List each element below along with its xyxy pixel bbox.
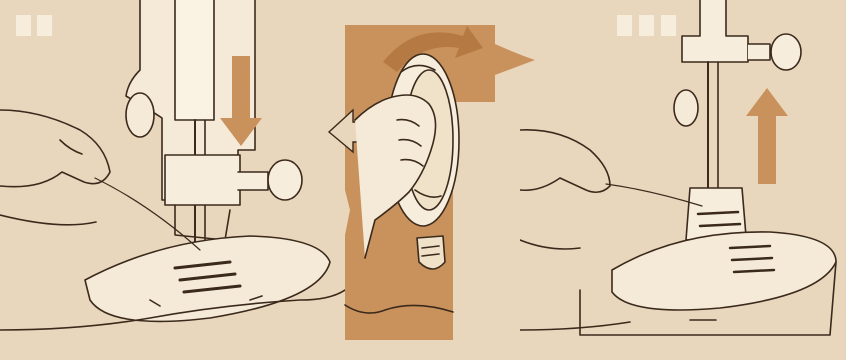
- center-panel-handwheel: [305, 0, 540, 360]
- arrow-up-icon: [746, 88, 788, 184]
- left-panel-needle-down: [0, 0, 345, 360]
- right-panel-needle-up: [520, 0, 846, 360]
